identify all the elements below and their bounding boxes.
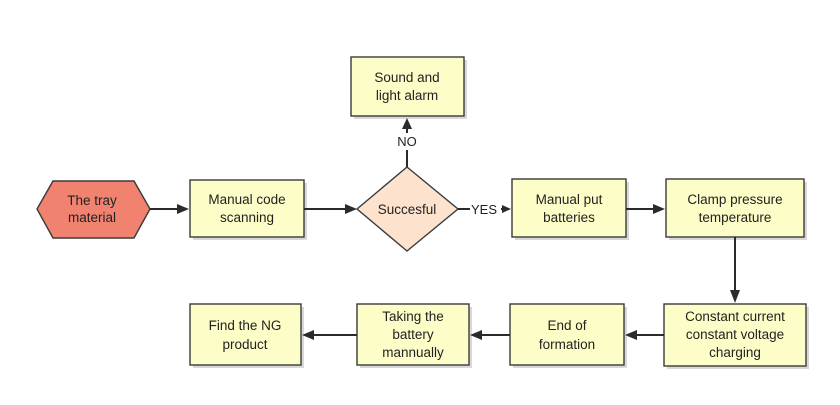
node-label: material (68, 210, 116, 225)
node-label: battery (392, 327, 434, 342)
node-label: Find the NG (209, 318, 282, 333)
node-label: product (222, 337, 267, 352)
node-find-ng-product: Find the NG product (189, 303, 304, 368)
node-label: charging (709, 345, 761, 360)
arrowhead-icon (177, 204, 189, 214)
node-label: batteries (543, 210, 595, 225)
edge-label-no: NO (397, 134, 417, 149)
node-label: Manual put (536, 192, 603, 207)
edge-charge-to-end (625, 330, 664, 340)
node-label: Manual code (208, 192, 285, 207)
edge-clamp-to-charge (730, 237, 740, 303)
node-label: End of (547, 318, 586, 333)
node-label: scanning (220, 210, 274, 225)
node-clamp-pressure: Clamp pressure temperature (665, 178, 807, 240)
arrowhead-icon (730, 290, 740, 303)
node-label: Clamp pressure (687, 192, 782, 207)
node-manual-code-scanning: Manual code scanning (189, 179, 307, 240)
node-taking-battery: Taking the battery mannually (356, 303, 472, 368)
node-label: formation (539, 337, 595, 352)
node-sound-light-alarm: Sound and light alarm (350, 56, 467, 119)
node-label: temperature (699, 210, 772, 225)
node-tray-material: The tray material (36, 180, 151, 239)
arrowhead-icon (470, 330, 482, 340)
node-label: Taking the (382, 309, 444, 324)
arrowhead-icon (625, 330, 637, 340)
arrowhead-icon (345, 204, 357, 214)
edge-put-to-clamp (626, 204, 665, 214)
node-label: constant voltage (686, 327, 784, 342)
node-constant-charging: Constant current constant voltage chargi… (663, 303, 809, 369)
arrowhead-icon (302, 330, 314, 340)
edge-tray-to-scan (150, 204, 189, 214)
edge-end-to-take (470, 330, 510, 340)
edge-decision-yes: YES (458, 202, 511, 217)
edge-scan-to-decision (304, 204, 357, 214)
node-end-of-formation: End of formation (509, 303, 627, 368)
arrowhead-icon (402, 118, 412, 129)
node-manual-put-batteries: Manual put batteries (511, 178, 629, 240)
node-label: light alarm (376, 88, 438, 103)
node-label: The tray (67, 193, 117, 208)
edge-take-to-find (302, 330, 357, 340)
edge-decision-no: NO (397, 118, 417, 167)
node-label: Sound and (374, 70, 439, 85)
node-decision-succesful: Succesful (355, 166, 460, 252)
arrowhead-icon (653, 204, 665, 214)
node-label: Constant current (685, 309, 785, 324)
edge-label-yes: YES (471, 202, 497, 217)
node-label: Succesful (378, 202, 437, 217)
arrowhead-icon (502, 205, 511, 213)
node-label: mannually (382, 345, 444, 360)
